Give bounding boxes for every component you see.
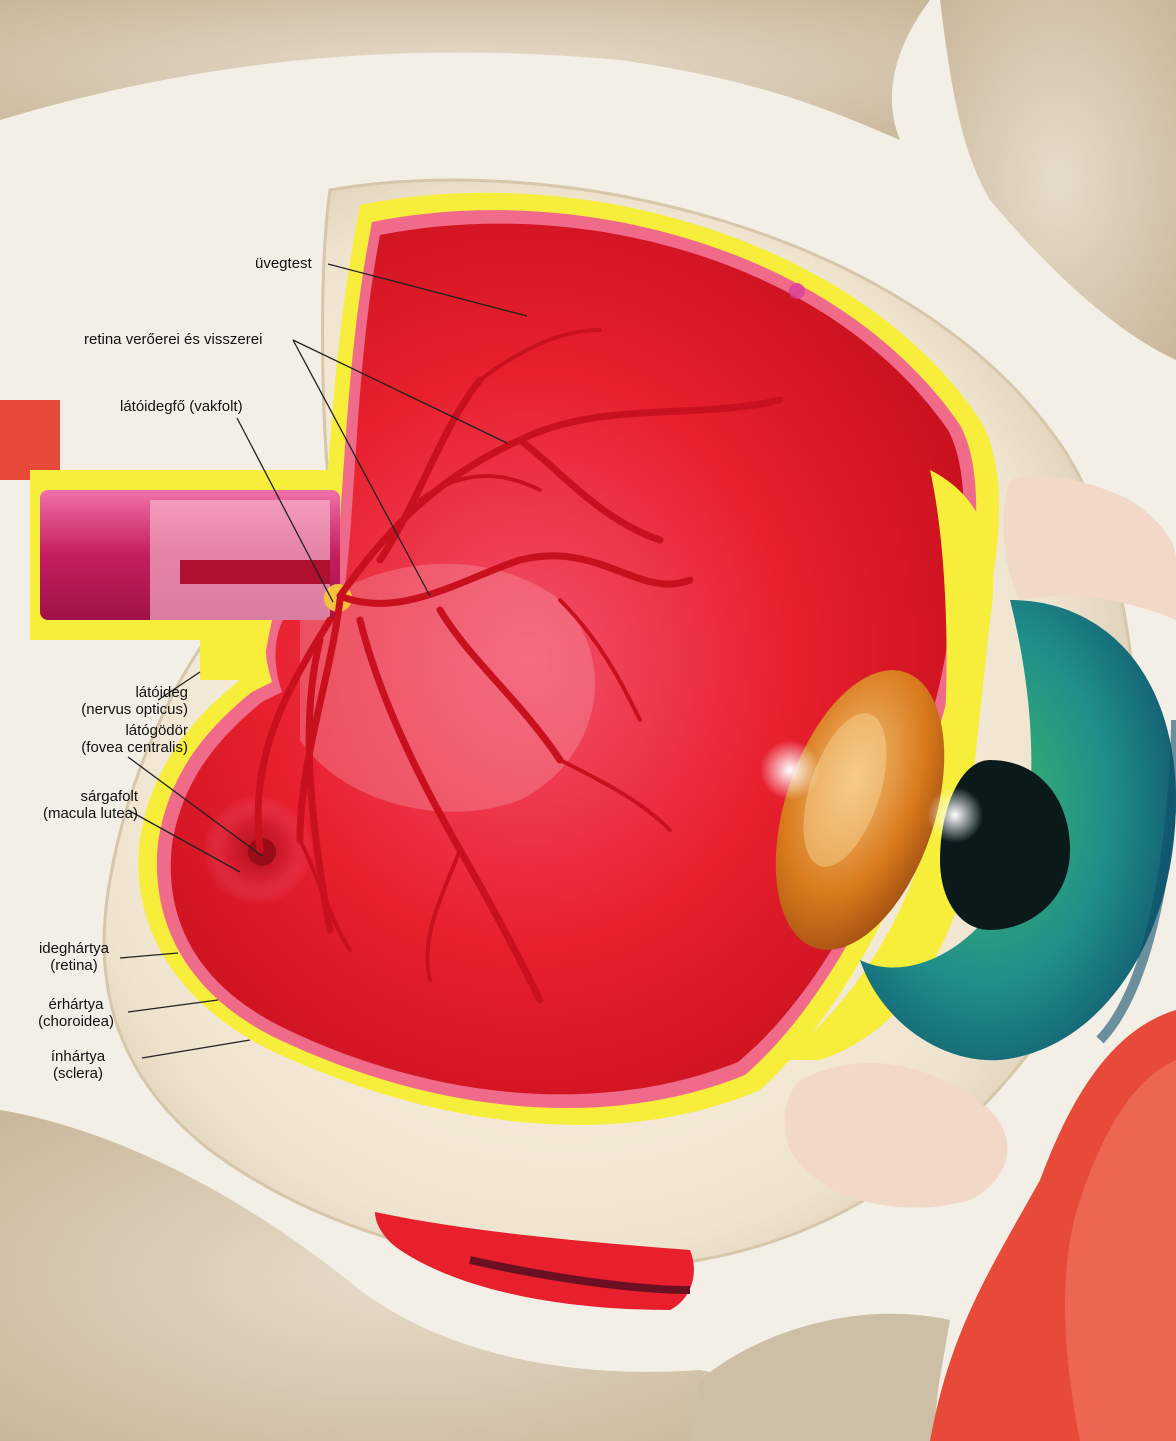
central-retinal-vessel xyxy=(180,560,330,584)
light-flare-right xyxy=(927,787,983,843)
light-flare-left xyxy=(760,740,820,800)
label-optic-disc: látóidegfő (vakfolt) xyxy=(120,398,243,415)
label-optic-nerve: látóideg (nervus opticus) xyxy=(30,684,188,718)
label-vitreous-body: üvegtest xyxy=(255,255,312,272)
label-sclera: ínhártya (sclera) xyxy=(28,1048,128,1082)
label-choroid: érhártya (choroidea) xyxy=(26,996,126,1030)
nerve-sheath-left xyxy=(0,400,60,480)
label-fovea: látógödör (fovea centralis) xyxy=(30,722,188,756)
label-retinal-vessels: retina verőerei és visszerei xyxy=(84,331,262,348)
label-retina: ideghártya (retina) xyxy=(24,940,124,974)
label-macula: sárgafolt (macula lutea) xyxy=(10,788,138,822)
